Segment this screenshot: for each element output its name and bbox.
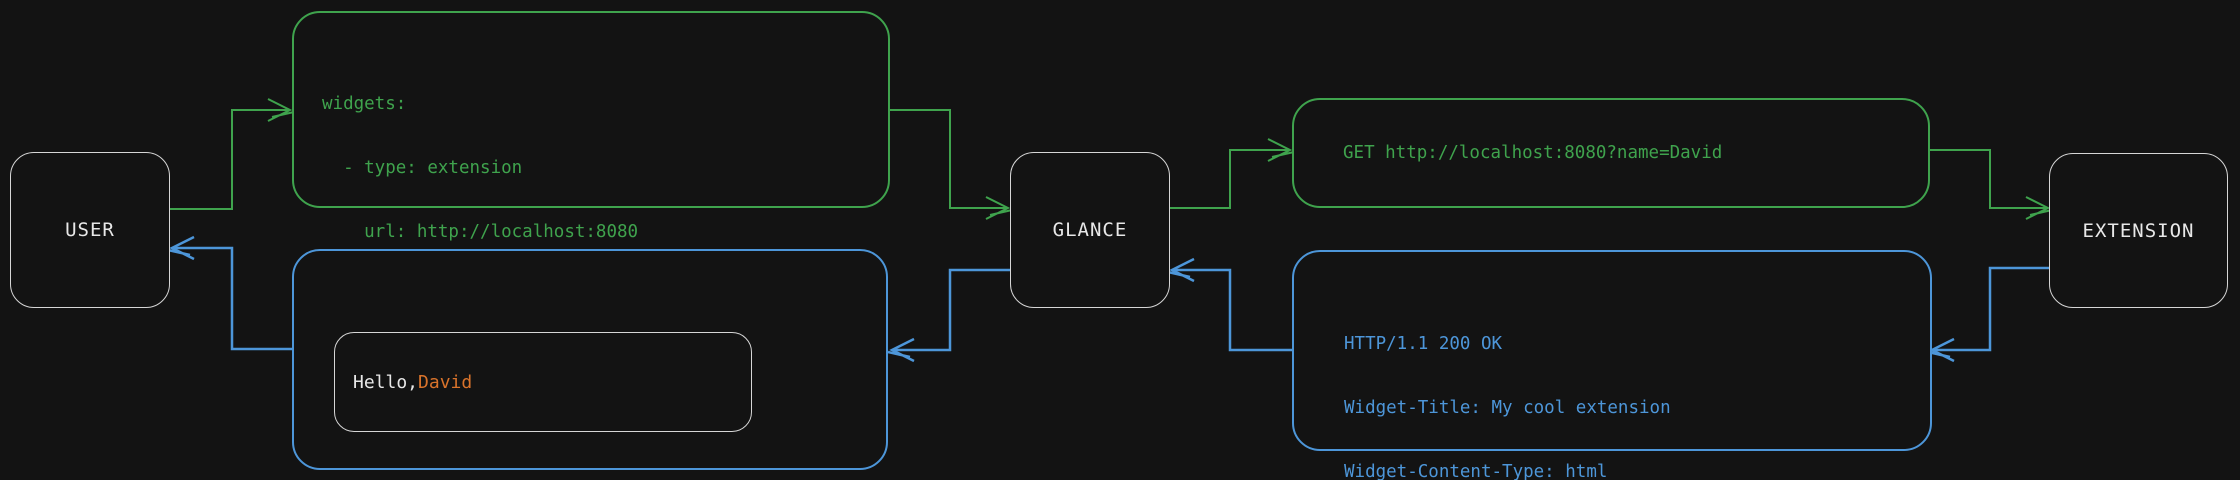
extension-to-response-connector <box>1932 266 2054 352</box>
glance-node: GLANCE <box>1010 152 1170 308</box>
yaml-line: url: http://localhost:8080 <box>322 222 639 242</box>
greeting-text: Hello, <box>353 371 419 393</box>
arrow-head-icon <box>2025 196 2053 220</box>
arrow-head-icon <box>985 196 1013 220</box>
extension-node-label: EXTENSION <box>2082 219 2195 242</box>
greeting-name: David <box>418 371 473 393</box>
response-line: Widget-Content-Type: html <box>1344 462 1608 480</box>
widget-to-user-connector <box>172 246 294 351</box>
response-to-glance-connector <box>1172 268 1294 352</box>
arrow-head-icon <box>1267 138 1295 162</box>
http-response-box: HTTP/1.1 200 OK Widget-Title: My cool ex… <box>1292 250 1932 480</box>
glance-to-widget-connector <box>892 268 1012 352</box>
response-line: HTTP/1.1 200 OK <box>1344 334 1503 354</box>
user-to-config-connector <box>169 109 289 210</box>
arrow-head-icon <box>167 235 195 261</box>
config-yaml-box: widgets: - type: extension url: http://l… <box>292 11 890 434</box>
widget-content-box: Hello, David <box>334 332 752 432</box>
http-request-line: GET http://localhost:8080?name=David <box>1343 143 1723 163</box>
yaml-line: widgets: <box>322 94 407 114</box>
http-request-box: GET http://localhost:8080?name=David <box>1292 98 1930 208</box>
glance-node-label: GLANCE <box>1052 219 1128 241</box>
http-response-code: HTTP/1.1 200 OK Widget-Title: My cool ex… <box>1344 292 1839 480</box>
user-node-label: USER <box>65 219 115 241</box>
arrow-head-icon <box>887 337 915 363</box>
response-line: Widget-Title: My cool extension <box>1344 398 1671 418</box>
arrow-head-icon <box>267 98 295 122</box>
extension-node: EXTENSION <box>2049 153 2228 308</box>
config-to-glance-connector <box>889 109 1007 209</box>
rendered-widget-box: MY COOL EXTENSION Hello, David <box>292 249 888 470</box>
glance-to-request-connector <box>1169 149 1289 209</box>
user-node: USER <box>10 152 170 308</box>
arrow-head-icon <box>1167 257 1195 283</box>
yaml-line: - type: extension <box>322 158 523 178</box>
request-to-extension-connector <box>1929 149 2047 209</box>
